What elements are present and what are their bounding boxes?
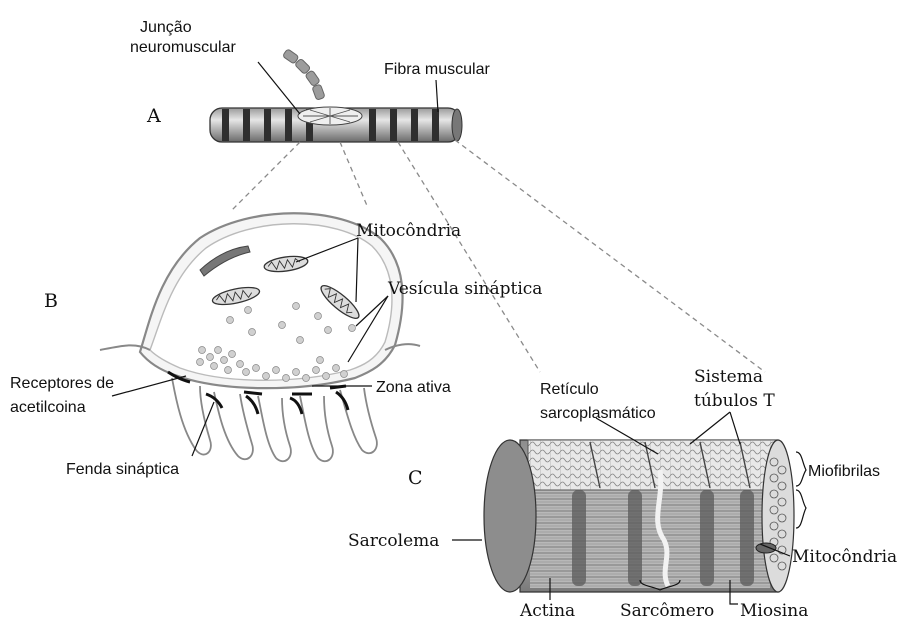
fiber-end — [452, 109, 462, 141]
label-zona-ativa: Zona ativa — [376, 379, 451, 396]
junction-plate — [298, 107, 362, 125]
label-reticulo-1: Retículo — [540, 381, 599, 398]
label-juncao-2: neuromuscular — [130, 39, 237, 56]
label-fibra-muscular: Fibra muscular — [384, 61, 490, 78]
label-sistema-1: Sistema — [694, 367, 763, 387]
label-vesicula-sinaptica: Vesícula sináptica — [387, 279, 542, 299]
label-sistema-2: túbulos T — [694, 391, 775, 411]
mitochondria-c — [756, 543, 776, 553]
label-fenda-sinaptica: Fenda sináptica — [66, 461, 179, 478]
panel-b-synapse — [100, 213, 420, 461]
sarcolemma-cap — [484, 440, 536, 592]
label-panel-c: C — [408, 467, 423, 489]
label-juncao-1: Junção — [140, 19, 192, 36]
label-receptores-1: Receptores de — [10, 375, 114, 392]
panel-c-cylinder — [484, 440, 794, 592]
junctional-folds — [172, 378, 377, 461]
label-sarcolema: Sarcolema — [348, 531, 439, 551]
label-mitocondria-b: Mitocôndria — [356, 221, 461, 241]
sarcoplasmic-reticulum — [528, 440, 776, 490]
label-sarcomero: Sarcômero — [620, 601, 714, 621]
terminal-inner — [150, 224, 392, 381]
label-panel-a: A — [146, 105, 161, 127]
label-panel-b: B — [44, 290, 58, 312]
label-reticulo-2: sarcoplasmático — [540, 405, 656, 422]
myofibril-stripes — [530, 488, 770, 588]
axon — [282, 49, 325, 101]
label-receptores-2: acetilcoina — [10, 399, 86, 416]
label-mitocondria-c: Mitocôndria — [792, 547, 897, 567]
label-actina: Actina — [519, 601, 575, 621]
label-miosina: Miosina — [740, 601, 808, 621]
label-miofibrilas: Miofibrilas — [808, 463, 880, 480]
